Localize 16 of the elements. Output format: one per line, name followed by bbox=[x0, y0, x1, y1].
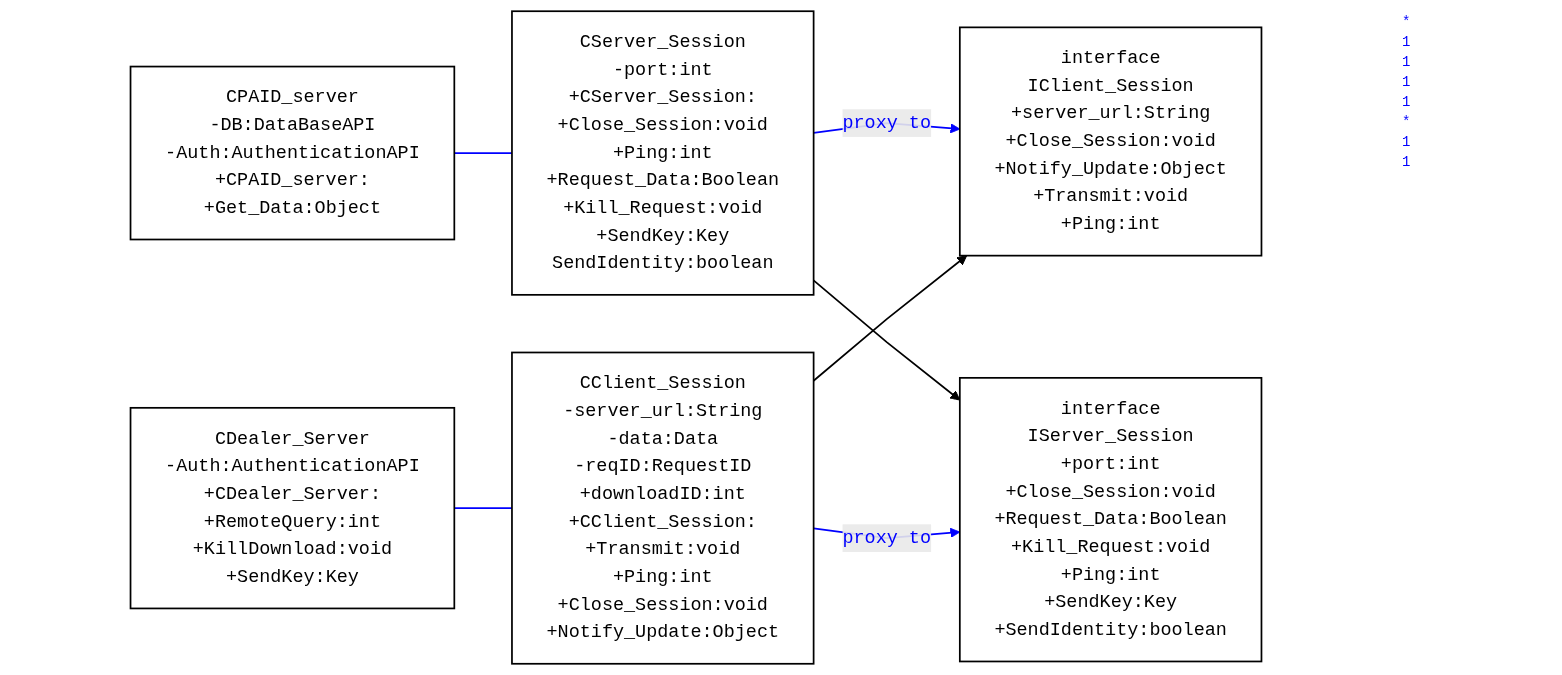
multiplicity-label: 1 bbox=[1402, 94, 1412, 110]
node-box: CServer_Session -port:int +CServer_Session: +Close_Session:void +Ping:int +Request_Data:Boolean +Kill_Request:void +SendKey:Key SendIdentity:boolean bbox=[511, 10, 815, 296]
edge-label: proxy to bbox=[842, 112, 931, 134]
multiplicity-label: * bbox=[1402, 14, 1412, 30]
node-box: CClient_Session -server_url:String -data:Data -reqID:RequestID +downloadID:int +CClient_Session: +Transmit:void +Ping:int +Close_Session:void +Notify_Update:Object bbox=[511, 351, 815, 665]
multiplicity-label: 1 bbox=[1402, 74, 1412, 90]
multiplicity-label: 1 bbox=[1402, 154, 1412, 170]
node-box: CDealer_Server -Auth:AuthenticationAPI +CDealer_Server: +RemoteQuery:int +KillDownload:void +SendKey:Key bbox=[129, 406, 456, 610]
multiplicity-label: 1 bbox=[1402, 134, 1412, 150]
node-box: CPAID_server -DB:DataBaseAPI -Auth:AuthenticationAPI +CPAID_server: +Get_Data:Object bbox=[129, 65, 456, 241]
multiplicity-label: 1 bbox=[1402, 54, 1412, 70]
node-box: interface IServer_Session +port:int +Close_Session:void +Request_Data:Boolean +Kill_Request:void +Ping:int +SendKey:Key +SendIdentity:boolean bbox=[958, 377, 1263, 663]
edge-label: proxy to bbox=[842, 527, 931, 549]
multiplicity-label: 1 bbox=[1402, 34, 1412, 50]
node-box: interface IClient_Session +server_url:String +Close_Session:void +Notify_Update:Object +Transmit:void +Ping:int bbox=[958, 26, 1263, 257]
multiplicity-label: * bbox=[1402, 114, 1412, 130]
